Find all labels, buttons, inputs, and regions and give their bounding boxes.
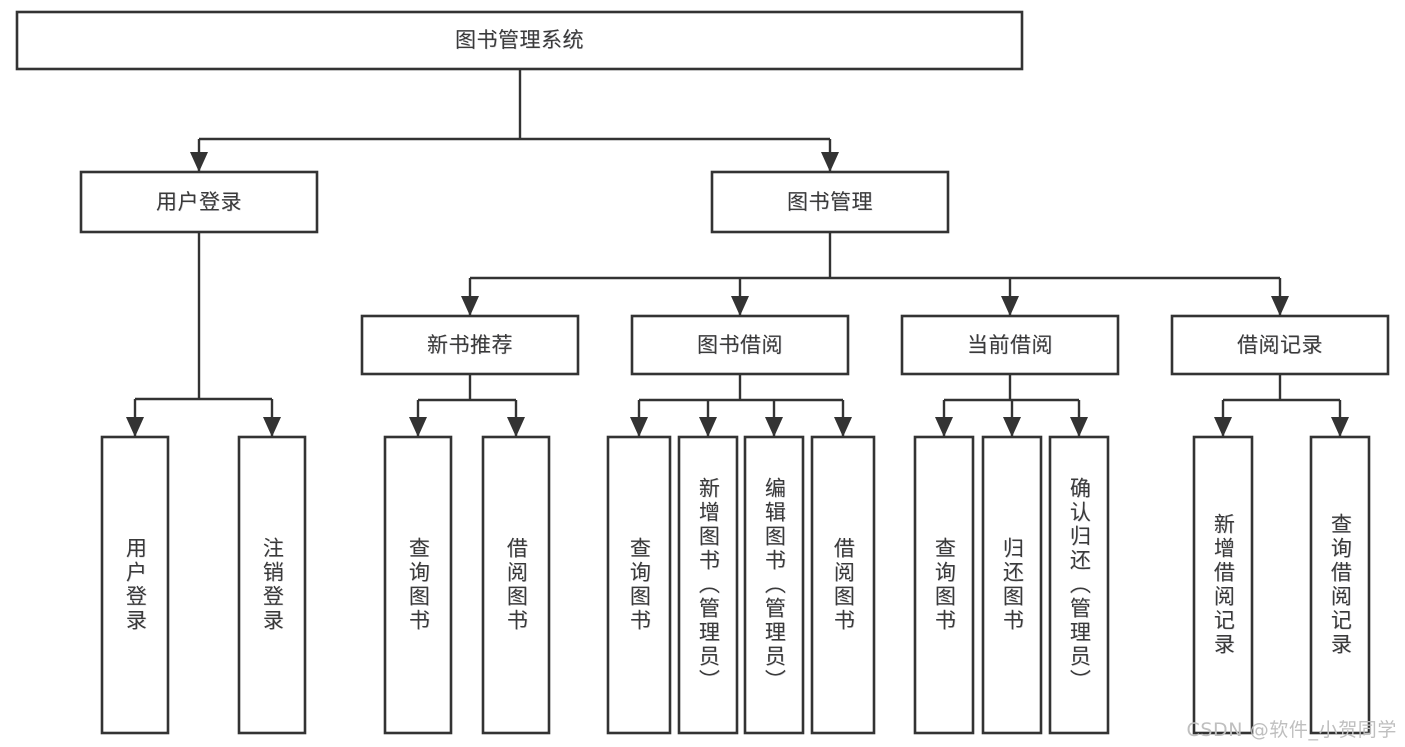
nodes-layer xyxy=(15,10,1390,735)
node-box-leaf-user-login[interactable] xyxy=(100,435,170,735)
node-box-new-book-recommend[interactable] xyxy=(360,314,580,376)
connector-book_manage_to_level3 xyxy=(468,232,1282,316)
arrow-head xyxy=(1331,417,1349,437)
node-box-leaf-add-book[interactable] xyxy=(677,435,739,735)
node-box-leaf-borrow-book-recommend[interactable] xyxy=(481,435,551,735)
node-box-leaf-query-record[interactable] xyxy=(1309,435,1371,735)
arrow-head xyxy=(1001,296,1019,316)
arrow-head xyxy=(263,417,281,437)
connector-borrow_record_to_leaves xyxy=(1221,374,1342,437)
arrow-head xyxy=(409,417,427,437)
arrow-head xyxy=(190,152,208,172)
node-box-leaf-query-book-borrow[interactable] xyxy=(606,435,672,735)
node-box-book-borrow[interactable] xyxy=(630,314,850,376)
arrow-head xyxy=(731,296,749,316)
node-box-leaf-logout[interactable] xyxy=(237,435,307,735)
arrow-head xyxy=(834,417,852,437)
node-box-leaf-return-book[interactable] xyxy=(981,435,1043,735)
node-box-leaf-query-book-current[interactable] xyxy=(913,435,975,735)
connector-user_login_to_leaves xyxy=(133,232,274,437)
arrow-head xyxy=(1214,417,1232,437)
arrow-head xyxy=(699,417,717,437)
node-box-leaf-add-record[interactable] xyxy=(1192,435,1254,735)
arrow-head xyxy=(507,417,525,437)
node-box-borrow-record[interactable] xyxy=(1170,314,1390,376)
arrow-head xyxy=(1070,417,1088,437)
arrow-head xyxy=(765,417,783,437)
node-box-current-borrow[interactable] xyxy=(900,314,1120,376)
node-box-book-manage[interactable] xyxy=(710,170,950,234)
node-box-leaf-confirm-return[interactable] xyxy=(1048,435,1110,735)
arrow-head xyxy=(1271,296,1289,316)
arrow-head xyxy=(461,296,479,316)
connector-root_to_level2 xyxy=(197,69,832,172)
connector-new_book_recommend_to_leaves xyxy=(416,374,518,437)
arrow-head xyxy=(821,152,839,172)
node-box-user-login[interactable] xyxy=(79,170,319,234)
node-box-leaf-edit-book[interactable] xyxy=(743,435,805,735)
arrow-head xyxy=(630,417,648,437)
node-box-leaf-query-book-recommend[interactable] xyxy=(383,435,453,735)
arrow-head xyxy=(126,417,144,437)
edges-layer xyxy=(133,69,1342,437)
arrow-head xyxy=(935,417,953,437)
node-box-leaf-borrow-book[interactable] xyxy=(810,435,876,735)
watermark: CSDN @软件_小贺同学 xyxy=(1186,719,1397,741)
node-box-root[interactable] xyxy=(15,10,1024,71)
arrow-head xyxy=(1003,417,1021,437)
connector-book_borrow_to_leaves xyxy=(637,374,845,437)
